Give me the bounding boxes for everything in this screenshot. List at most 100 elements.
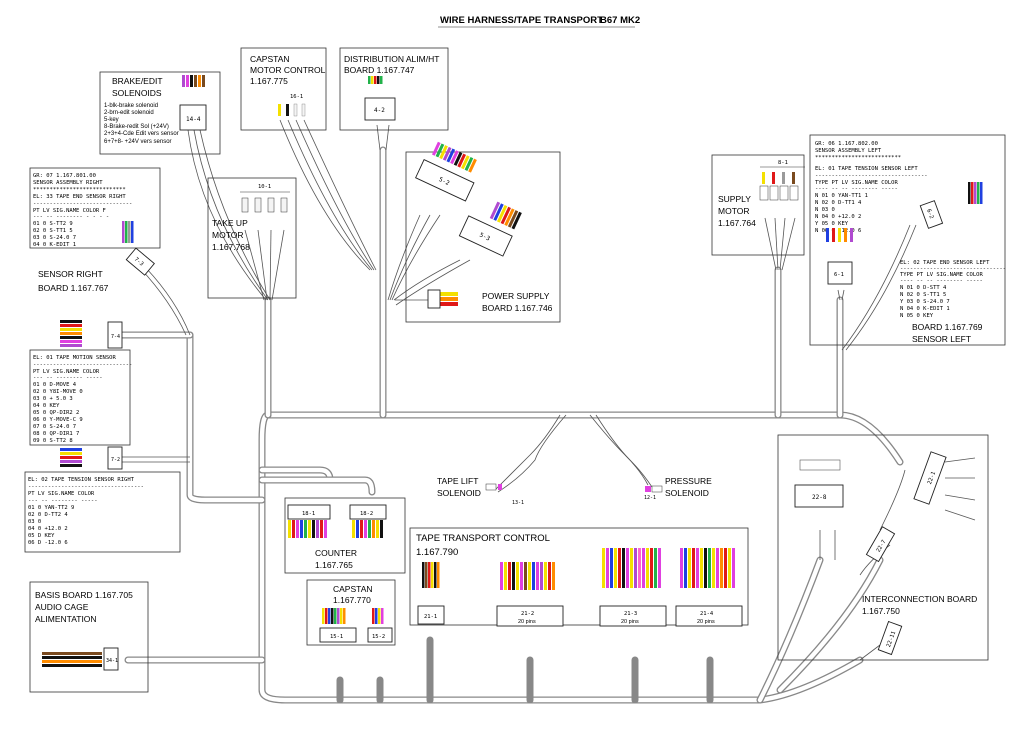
sal-line-2: SENSOR ASSEMBLY LEFT <box>815 148 882 154</box>
basis-connector-label: 34-1 <box>106 658 118 664</box>
pressure-connector-label: 12-1 <box>644 495 656 501</box>
distribution-box: DISTRIBUTION ALIM/HT BOARD 1.167.747 4-2 <box>339 47 449 131</box>
takeup-title-3: 1.167.768 <box>212 242 250 252</box>
ttc-connector-4-pins: 20 pins <box>697 619 715 625</box>
tape-lift-solenoid: TAPE LIFT SOLENOID 13-1 <box>437 476 524 506</box>
brake-title-1: BRAKE/EDIT <box>112 76 163 86</box>
counter-connector-2-label: 18-2 <box>360 511 373 517</box>
supply-title-1: SUPPLY <box>718 194 751 204</box>
counter-connector-1-label: 18-1 <box>302 511 315 517</box>
distribution-title-1: DISTRIBUTION ALIM/HT <box>344 54 439 64</box>
ttr-row-4: 04 0 +12.0 2 <box>28 526 68 532</box>
sal-row-1: N 01 0 YAN-TT1 1 <box>815 193 868 199</box>
pressure-title-2: SOLENOID <box>665 488 709 498</box>
tms-line-1: EL: 01 TAPE MOTION SENSOR <box>33 355 116 361</box>
ic-connector-3-label: 22-7 <box>876 539 888 553</box>
basis-title-2: AUDIO CAGE <box>35 602 89 612</box>
takeup-title-1: TAKE UP <box>212 218 248 228</box>
sal-row2-5: N 05 0 KEY <box>900 313 934 319</box>
ttc-connector-4-label: 21-4 <box>700 611 714 617</box>
supply-motor-box: SUPPLY MOTOR 1.167.764 8-1 <box>711 154 805 256</box>
ttr-line-2: ----------------------------------- <box>28 484 144 490</box>
ic-title-2: 1.167.750 <box>862 606 900 616</box>
brake-connector-label: 14-4 <box>186 116 201 123</box>
ttc-title-2: 1.167.790 <box>416 547 458 558</box>
brake-line-4: 8-Brake-redit Sol (+24V) <box>104 124 169 130</box>
tape-lift-connector-label: 13-1 <box>512 500 524 506</box>
ttr-line-4: --- -- -------- ----- <box>28 498 98 504</box>
sal-line-9: -------------------------------- <box>900 266 1006 272</box>
tms-row-7: 07 0 S-24.0 7 <box>33 424 76 430</box>
sal-row-5: Y 05 0 KEY <box>815 221 849 227</box>
ttr-line-3: PT LV SIG.NAME COLOR <box>28 491 95 497</box>
capstan-motor-control-box: CAPSTAN MOTOR CONTROL 1.167.775 16-1 <box>240 47 327 131</box>
counter-box: 18-1 18-2 COUNTER 1.167.765 <box>284 497 406 574</box>
tms-row-2: 02 0 Y8I-MOVE 0 <box>33 389 83 395</box>
brake-line-6: 6+7+8- +24V vers sensor <box>104 139 172 145</box>
capstan-title-1: CAPSTAN <box>333 584 373 594</box>
sar-row-2: 02 0 S-TT1 5 <box>33 228 73 234</box>
ic-connector-4-label: 22-11 <box>886 631 897 649</box>
sal-board-1: BOARD 1.167.769 <box>912 322 983 332</box>
supply-title-3: 1.167.764 <box>718 218 756 228</box>
tms-line-3: PT LV SIG.NAME COLOR <box>33 369 100 375</box>
sensor-assembly-right-box: GR: 07 1.167.801.00 SENSOR ASSEMBLY RIGH… <box>29 167 161 276</box>
basis-title-3: ALIMENTATION <box>35 614 97 624</box>
sar-line-1: GR: 07 1.167.801.00 <box>33 173 96 179</box>
sal-line-7: ---- -- -- -------- ----- <box>815 186 898 192</box>
ttr-row-3: 03 0 <box>28 519 41 525</box>
takeup-connector-label: 10-1 <box>258 184 271 190</box>
tms-row-8: 08 0 QP-DIR1 7 <box>33 431 79 437</box>
brake-line-3: 5-key <box>104 117 119 123</box>
capstan-title-2: 1.167.770 <box>333 595 371 605</box>
tms-line-2: ------------------------------ <box>33 362 132 368</box>
sar-row-3: 03 0 S-24.0 7 <box>33 235 76 241</box>
tms-row-5: 05 0 QP-DIR2 2 <box>33 410 79 416</box>
ttr-row-5: 05 D KEY <box>28 533 55 539</box>
tms-row-9: 09 0 S-TT2 8 <box>33 438 73 444</box>
sal-line-10: TYPE PT LV SIG.NAME COLOR <box>900 272 983 278</box>
capstan-motor-title-3: 1.167.775 <box>250 76 288 86</box>
sal-row-4: N 04 0 +12.0 2 <box>815 214 861 220</box>
brake-line-5: 2+3+4-Cde Edit vers sensor <box>104 131 179 137</box>
tms-row-1: 01 0 D-MOVE 4 <box>33 382 77 388</box>
tms-line-4: --- -- -------- ----- <box>33 375 103 381</box>
ttc-connector-3-label: 21-3 <box>624 611 637 617</box>
power-supply-box: 5-2 5-3 POWER SUPPLY BOARD 1.167.746 <box>405 141 561 323</box>
tms-row-3: 03 0 + 5.0 3 <box>33 396 73 402</box>
takeup-title-2: MOTOR <box>212 230 243 240</box>
sal-row2-1: N 01 0 D-STT 4 <box>900 285 947 291</box>
diagram-title: WIRE HARNESS/TAPE TRANSPORT <box>440 15 603 26</box>
distribution-connector-label: 4-2 <box>374 107 385 114</box>
sar-line-3: **************************** <box>33 187 126 193</box>
brake-line-2: 2-brn-edit solenoid <box>104 110 154 116</box>
basis-board-box: BASIS BOARD 1.167.705 AUDIO CAGE ALIMENT… <box>29 581 149 693</box>
tape-motion-sensor-box: EL: 01 TAPE MOTION SENSOR --------------… <box>29 349 132 446</box>
capstan-motor-title-2: MOTOR CONTROL <box>250 65 326 75</box>
counter-title-2: 1.167.765 <box>315 560 353 570</box>
sal-connector-1-label: 6-2 <box>925 208 934 219</box>
sal-connector-2-label: 6-1 <box>834 272 844 278</box>
ttc-connector-2-pins: 20 pins <box>518 619 536 625</box>
sar-line-7: --- -- -------- - - - - <box>33 214 109 220</box>
ttc-connector-2-label: 21-2 <box>521 611 534 617</box>
capstan-connector-1-label: 15-1 <box>330 634 343 640</box>
pressure-title-1: PRESSURE <box>665 476 712 486</box>
tms-row-4: 04 0 KEY <box>33 403 60 409</box>
ttc-connector-1-label: 21-1 <box>424 614 437 620</box>
basis-title-1: BASIS BOARD 1.167.705 <box>35 590 133 600</box>
ic-title-1: INTERCONNECTION BOARD <box>862 594 977 604</box>
sal-row-3: N 03 0 <box>815 207 835 213</box>
sal-row2-3: Y 03 0 S-24.0 7 <box>900 299 950 305</box>
capstan-motor-connector-label: 16-1 <box>290 94 303 100</box>
capstan-motor-title-1: CAPSTAN <box>250 54 290 64</box>
tape-tension-right-box: EL: 02 TAPE TENSION SENSOR RIGHT -------… <box>24 471 181 553</box>
ttr-row-1: 01 0 YAN-TT2 9 <box>28 505 74 511</box>
sal-line-11: ---- -- -- -------- ----- <box>900 278 983 284</box>
ic-connector-2-label: 22-8 <box>812 494 827 501</box>
tape-lift-title-1: TAPE LIFT <box>437 476 478 486</box>
harness-bundles <box>116 146 904 704</box>
motion-connector-bottom-label: 7-2 <box>111 457 120 463</box>
sal-line-3: ************************** <box>815 155 901 161</box>
